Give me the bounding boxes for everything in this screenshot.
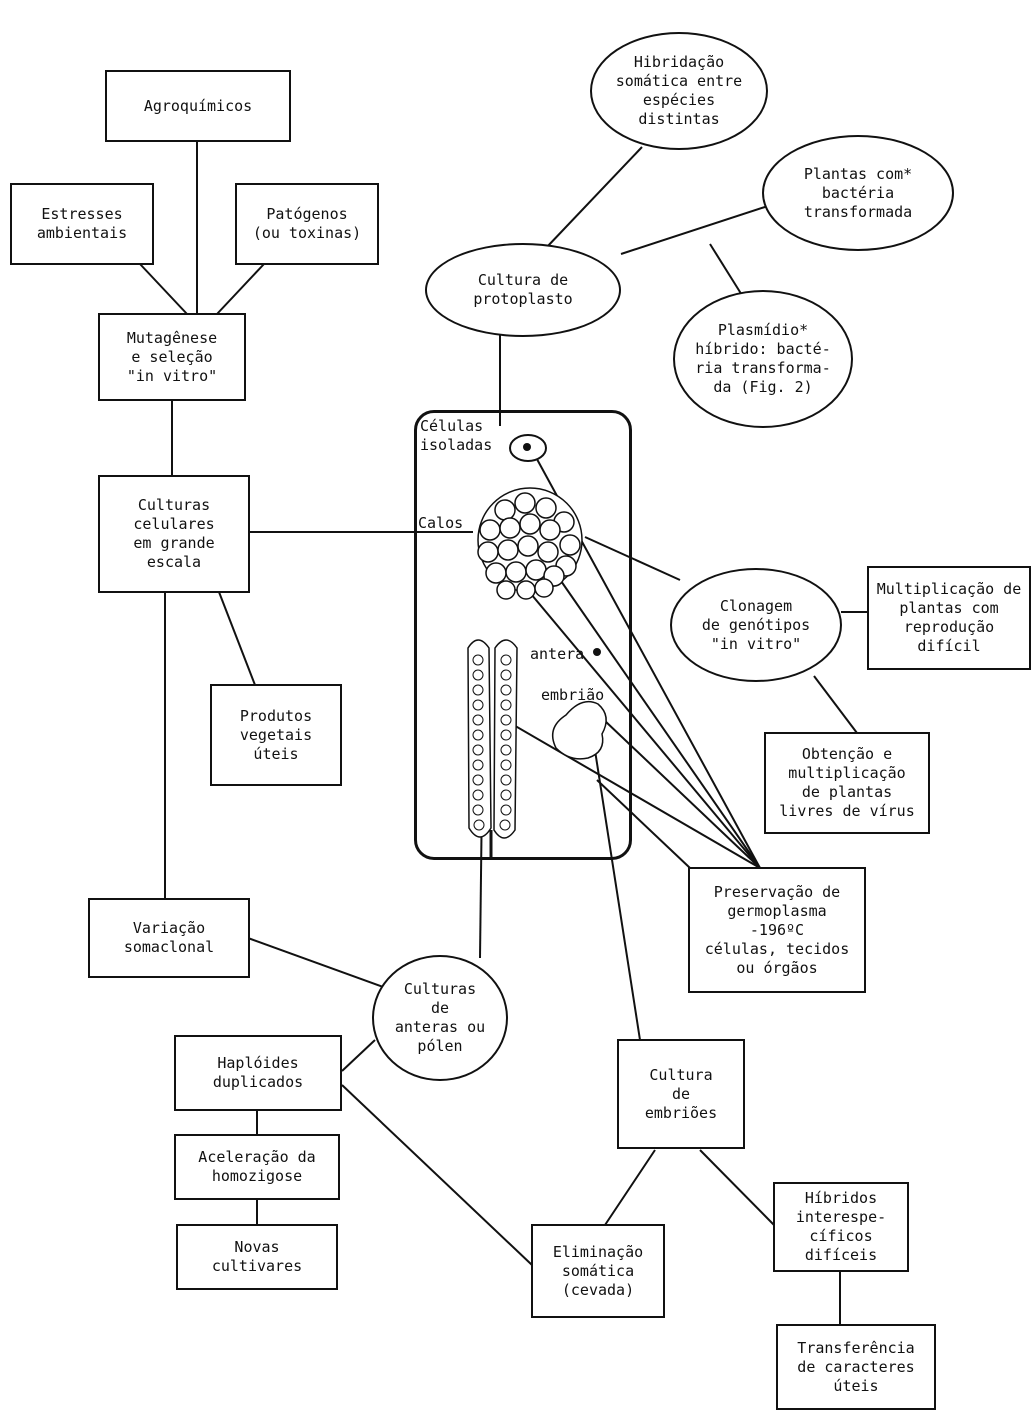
label-embriao: embrião xyxy=(541,686,605,704)
node-aceleracao: Aceleração da homozigose xyxy=(174,1134,340,1200)
node-eliminacao-somatica: Eliminação somática (cevada) xyxy=(531,1224,665,1318)
node-produtos-vegetais: Produtos vegetais úteis xyxy=(210,684,342,786)
node-cultura-protoplasto: Cultura de protoplasto xyxy=(425,243,621,337)
node-multiplicacao-plantas: Multiplicação de plantas com reprodução … xyxy=(867,566,1031,670)
node-obtencao-plantas: Obtenção e multiplicação de plantas livr… xyxy=(764,732,930,834)
node-plantas-bacteria: Plantas com* bactéria transformada xyxy=(762,135,954,251)
node-estresses-ambientais: Estresses ambientais xyxy=(10,183,154,265)
node-hibridos-interespecificos: Híbridos interespe- cíficos difíceis xyxy=(773,1182,909,1272)
label-antera: antera xyxy=(530,645,585,663)
label-calos: Calos xyxy=(418,514,464,532)
node-patogenos: Patógenos (ou toxinas) xyxy=(235,183,379,265)
culture-panel xyxy=(414,410,632,860)
node-mutagenese: Mutagênese e seleção "in vitro" xyxy=(98,313,246,401)
node-variacao-somaclonal: Variação somaclonal xyxy=(88,898,250,978)
label-celulas-isoladas: Células isoladas xyxy=(420,417,493,454)
node-novas-cultivares: Novas cultivares xyxy=(176,1224,338,1290)
node-preservacao-germoplasma: Preservação de germoplasma -196ºC célula… xyxy=(688,867,866,993)
node-cultura-embrioes: Cultura de embriões xyxy=(617,1039,745,1149)
node-agroquimicos: Agroquímicos xyxy=(105,70,291,142)
node-hibridacao-somatica: Hibridação somática entre espécies disti… xyxy=(590,32,768,150)
node-culturas-anteras: Culturas de anteras ou pólen xyxy=(372,955,508,1081)
node-haploides: Haplóides duplicados xyxy=(174,1035,342,1111)
node-transferencia: Transferência de caracteres úteis xyxy=(776,1324,936,1410)
node-culturas-celulares: Culturas celulares em grande escala xyxy=(98,475,250,593)
node-plasmidio-hibrido: Plasmídio* híbrido: bacté- ria transform… xyxy=(673,290,853,428)
node-clonagem-genotipos: Clonagem de genótipos "in vitro" xyxy=(670,568,842,682)
